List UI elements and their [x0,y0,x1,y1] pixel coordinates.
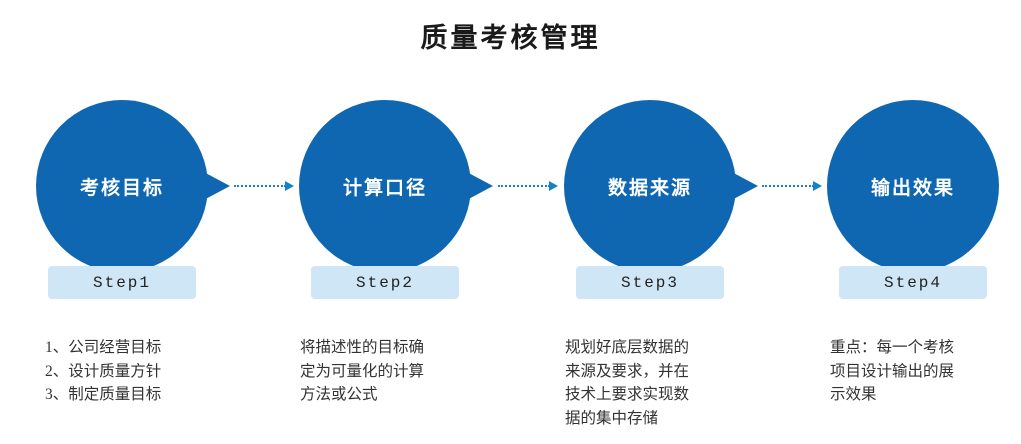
circle-pointer-icon-3 [728,170,758,202]
step-description-1: 1、公司经营目标 2、设计质量方针 3、制定质量目标 [45,339,162,404]
step-badge-1: Step1 [48,266,196,299]
dotted-line-3 [762,185,814,187]
step-badge-4: Step4 [839,266,987,299]
stage-circle-3: 数据来源 [564,100,736,272]
page-title: 质量考核管理 [420,23,601,53]
stage-circle-1: 考核目标 [36,100,208,272]
dotted-line-1 [234,185,286,187]
arrowhead-icon-3 [813,181,822,191]
stage-circle-4: 输出效果 [827,100,999,272]
circle-pointer-icon-1 [200,170,230,202]
stage-circle-1-label: 考核目标 [79,177,164,199]
step-badge-4-label: Step4 [883,273,942,292]
circle-pointer-icon-2 [463,170,493,202]
arrowhead-icon-1 [285,181,294,191]
step-description-2: 将描述性的目标确 定为可量化的计算 方法或公式 [300,339,425,404]
step-badge-2-label: Step2 [355,273,414,292]
step-description-4: 重点：每一个考核 项目设计输出的展 示效果 [830,339,955,404]
step-badge-1-label: Step1 [92,273,151,292]
step-badge-2: Step2 [311,266,459,299]
step-badge-3-label: Step3 [620,273,679,292]
stage-circle-2: 计算口径 [299,100,471,272]
stage-circle-2-label: 计算口径 [342,177,427,199]
stage-circle-3-label: 数据来源 [607,177,692,199]
dotted-line-2 [498,185,550,187]
step-description-3: 规划好底层数据的 来源及要求，并在 技术上要求实现数 据的集中存储 [565,339,690,427]
dotted-arrow-icon-3 [762,181,822,191]
dotted-arrow-icon-1 [234,181,294,191]
dotted-arrow-icon-2 [498,181,558,191]
step-badge-3: Step3 [576,266,724,299]
arrowhead-icon-2 [549,181,558,191]
stage-circle-4-label: 输出效果 [870,177,955,199]
